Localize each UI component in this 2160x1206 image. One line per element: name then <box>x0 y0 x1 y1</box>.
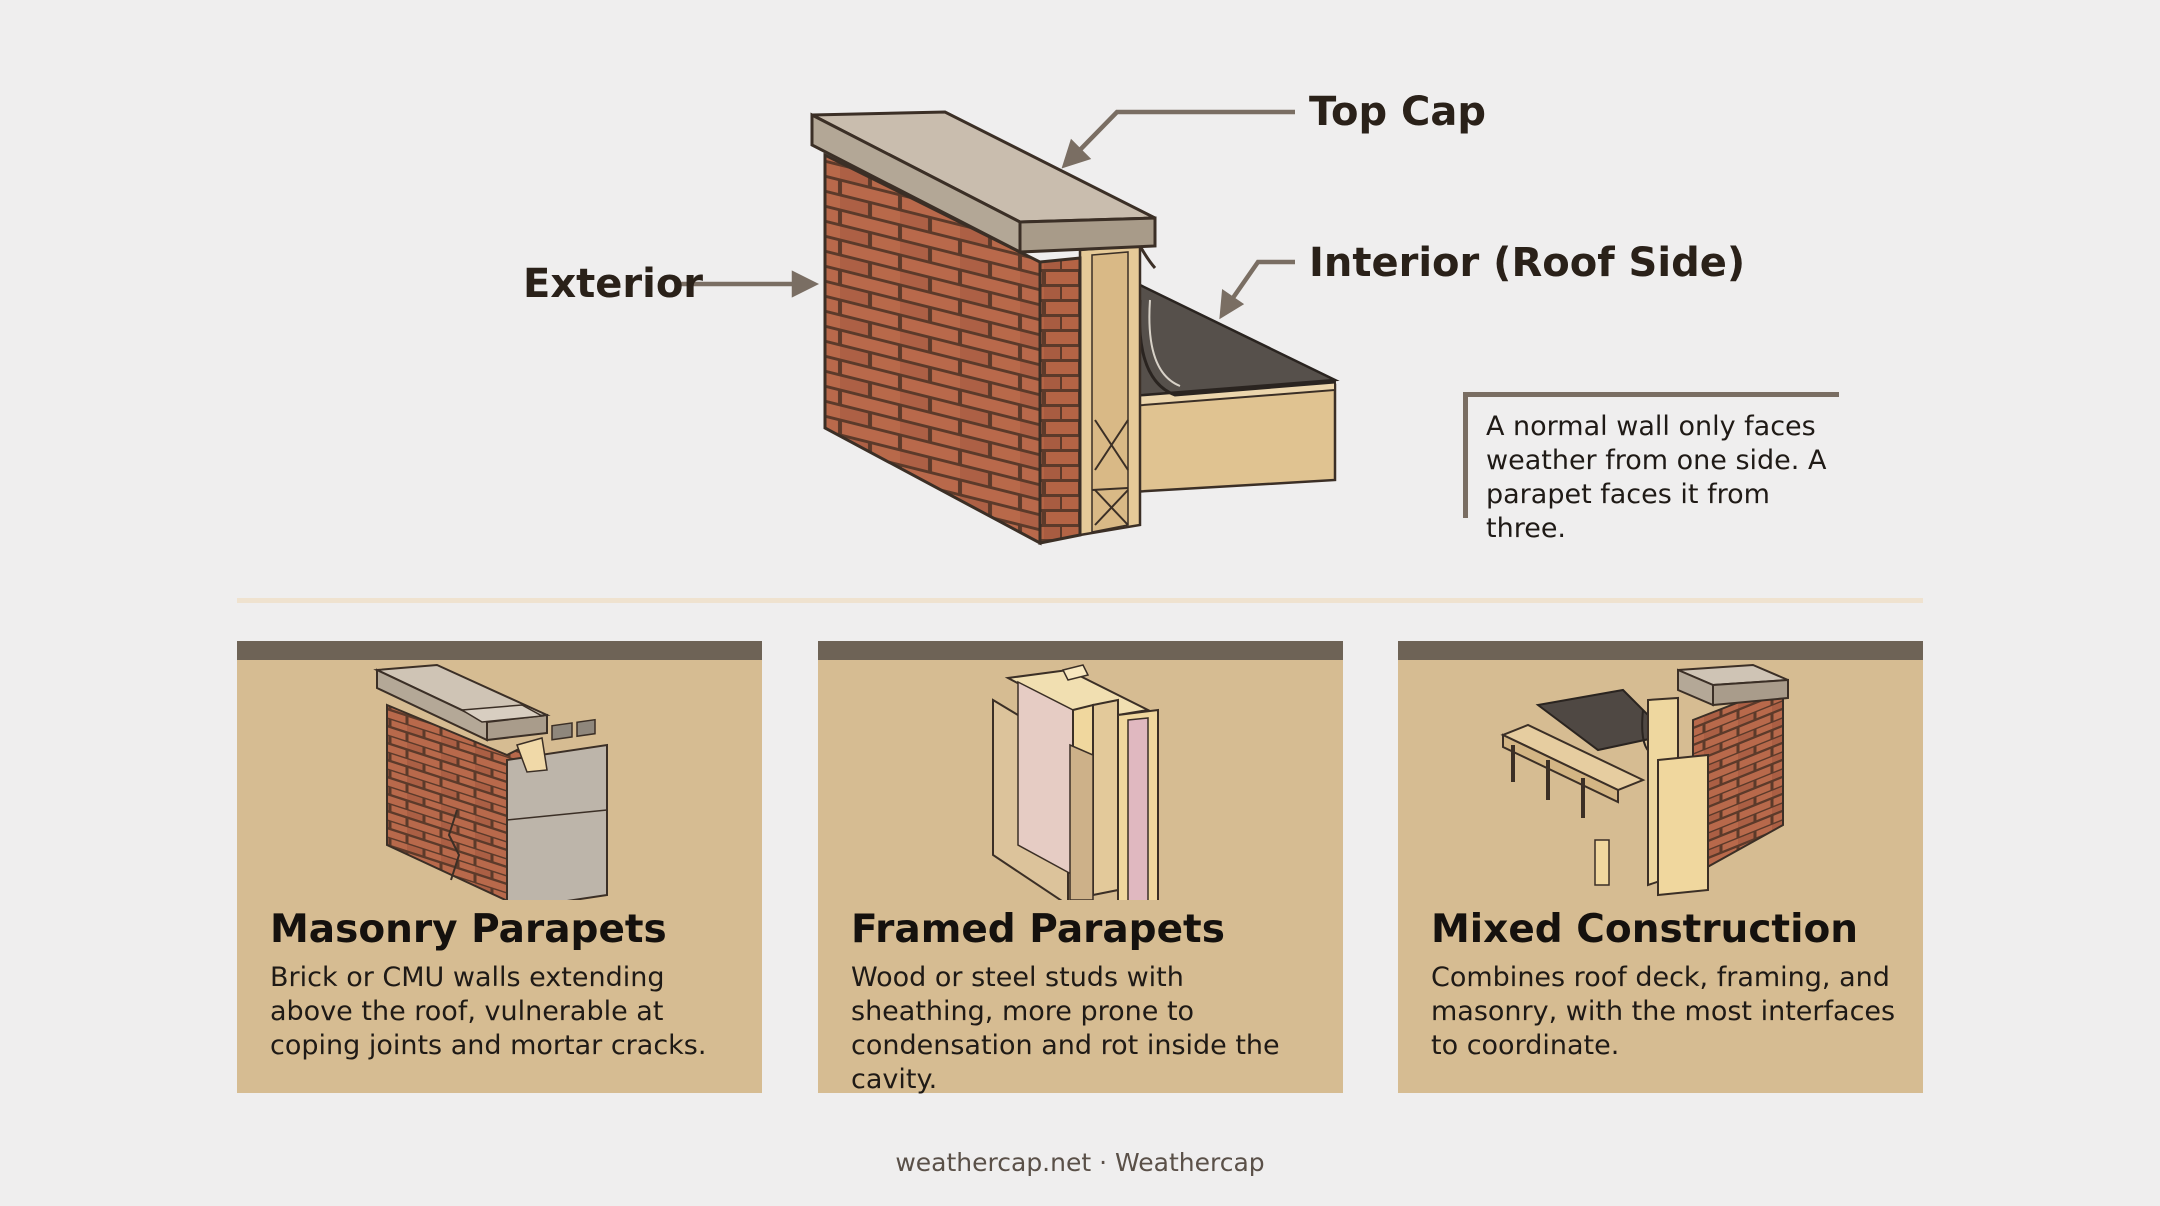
note-frame-left <box>1463 392 1468 518</box>
roof-deck <box>1078 283 1340 497</box>
parapet-cross-section-illustration <box>680 109 1340 546</box>
note-text: A normal wall only faces weather from on… <box>1486 411 1827 544</box>
card-band <box>1398 641 1923 660</box>
card-title: Masonry Parapets <box>270 907 667 952</box>
footer-credit: weathercap.net · Weathercap <box>895 1148 1265 1177</box>
top-cap-label: Top Cap <box>1309 89 1486 135</box>
card-title: Mixed Construction <box>1431 907 1859 952</box>
interior-label: Interior (Roof Side) <box>1309 240 1746 286</box>
framed-parapet-illustration <box>992 664 1159 900</box>
framing <box>1078 243 1142 537</box>
card-framed-parapets: Framed Parapets Wood or steel studs with… <box>818 641 1343 1095</box>
card-description: Combines roof deck, framing, and masonry… <box>1431 962 1896 1061</box>
coping-cap <box>810 110 1157 269</box>
card-masonry-parapets: Masonry Parapets Brick or CMU walls exte… <box>237 641 762 1093</box>
card-description: Brick or CMU walls extending above the r… <box>270 962 707 1061</box>
mixed-construction-illustration <box>1500 663 1789 897</box>
card-mixed-construction: Mixed Construction Combines roof deck, f… <box>1398 641 1923 1093</box>
exterior-label: Exterior <box>523 261 704 307</box>
callout-arrows <box>680 109 1295 320</box>
card-band <box>237 641 762 660</box>
card-description: Wood or steel studs with sheathing, more… <box>851 962 1280 1095</box>
card-title: Framed Parapets <box>851 907 1225 952</box>
masonry-parapet-illustration <box>373 663 608 900</box>
card-band <box>818 641 1343 660</box>
brick-wall <box>823 152 1082 546</box>
section-divider <box>237 598 1923 603</box>
note-frame-top <box>1463 392 1839 397</box>
